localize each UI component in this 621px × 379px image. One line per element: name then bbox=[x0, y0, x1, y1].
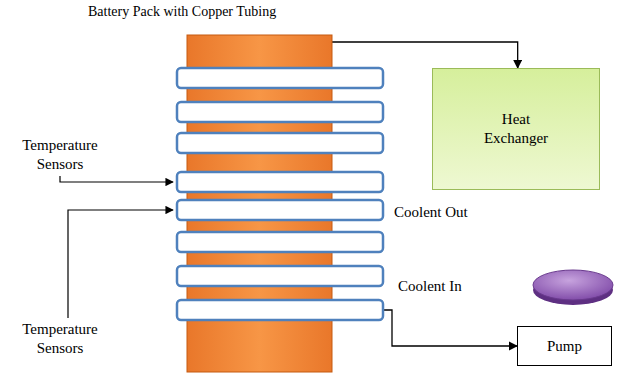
coolant-label: Coolent In bbox=[398, 277, 462, 296]
coolant-reservoir bbox=[533, 270, 613, 300]
copper-tube bbox=[177, 133, 383, 153]
copper-tube bbox=[177, 68, 383, 88]
coolant-label: Coolent Out bbox=[394, 203, 468, 222]
copper-tube bbox=[177, 200, 383, 220]
sensor-label: Temperature Sensors bbox=[12, 136, 108, 174]
pump-box: Pump bbox=[517, 326, 612, 366]
flow-arrow bbox=[332, 42, 518, 68]
sensor-leader bbox=[68, 210, 173, 318]
sensor-label: Temperature Sensors bbox=[12, 320, 108, 358]
sensor-leader bbox=[60, 176, 173, 182]
copper-tube bbox=[177, 172, 383, 192]
diagram-title: Battery Pack with Copper Tubing bbox=[88, 4, 276, 21]
heat-exchanger-box: Heat Exchanger bbox=[432, 68, 600, 190]
copper-tube bbox=[177, 232, 383, 252]
battery-pack: Battery Pack with Copper Tubing bbox=[187, 35, 332, 372]
copper-tube bbox=[177, 266, 383, 286]
node-label: Heat Exchanger bbox=[484, 110, 548, 148]
node-label: Pump bbox=[547, 337, 582, 355]
copper-tube bbox=[177, 300, 383, 320]
copper-tube bbox=[177, 102, 383, 122]
copper-tubing bbox=[177, 68, 383, 320]
